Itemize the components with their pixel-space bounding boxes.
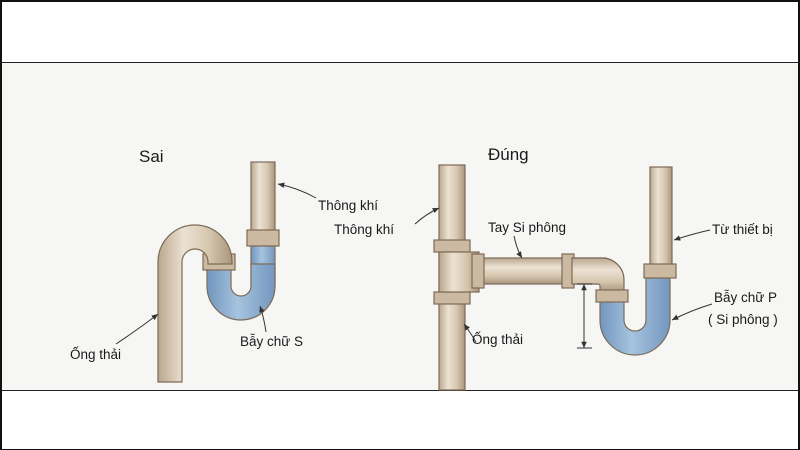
leader-lines — [115, 182, 713, 345]
right-arm-label: Tay Si phông — [488, 220, 566, 235]
right-trap-label-line1: Bẫy chữ P — [714, 290, 777, 305]
leader-right-device — [673, 229, 711, 241]
s-trap-vent-pipe — [250, 161, 276, 238]
s-trap-crown-bend — [157, 224, 233, 383]
trap-arm-left-collar — [471, 253, 485, 289]
wrong-trap-label: Bẫy chữ S — [240, 334, 303, 349]
leader-wrong-trap — [259, 305, 267, 333]
wrong-title: Sai — [139, 147, 164, 166]
leader-right-arm — [513, 235, 523, 259]
stack-tee-lower-collar — [433, 291, 471, 305]
p-trap-assembly — [433, 164, 677, 391]
s-trap-assembly — [157, 161, 280, 383]
fixture-collar — [643, 263, 677, 279]
leader-right-trap — [671, 303, 713, 321]
leader-wrong-vent — [277, 182, 317, 199]
leader-right-drain — [463, 323, 477, 343]
right-trap-label-line2: ( Si phông ) — [708, 312, 778, 327]
s-trap-u-bend — [206, 263, 276, 321]
s-trap-coupling — [246, 229, 280, 247]
trap-arm-elbow — [571, 257, 625, 293]
top-band — [2, 2, 798, 63]
right-vent-label: Thông khí — [334, 222, 394, 237]
p-trap-left-collar — [595, 289, 629, 303]
leader-right-vent — [414, 207, 440, 225]
wrong-vent-label: Thông khí — [318, 198, 378, 213]
right-drain-label: Ống thải — [472, 332, 523, 347]
right-title: Đúng — [488, 145, 529, 164]
wrong-drain-label: Ống thải — [70, 347, 121, 362]
fixture-tailpiece — [649, 166, 673, 268]
bottom-band — [2, 390, 798, 449]
stack-tee-upper-collar — [433, 239, 471, 253]
leader-wrong-drain — [115, 313, 159, 345]
right-device-label: Từ thiết bị — [712, 222, 773, 237]
